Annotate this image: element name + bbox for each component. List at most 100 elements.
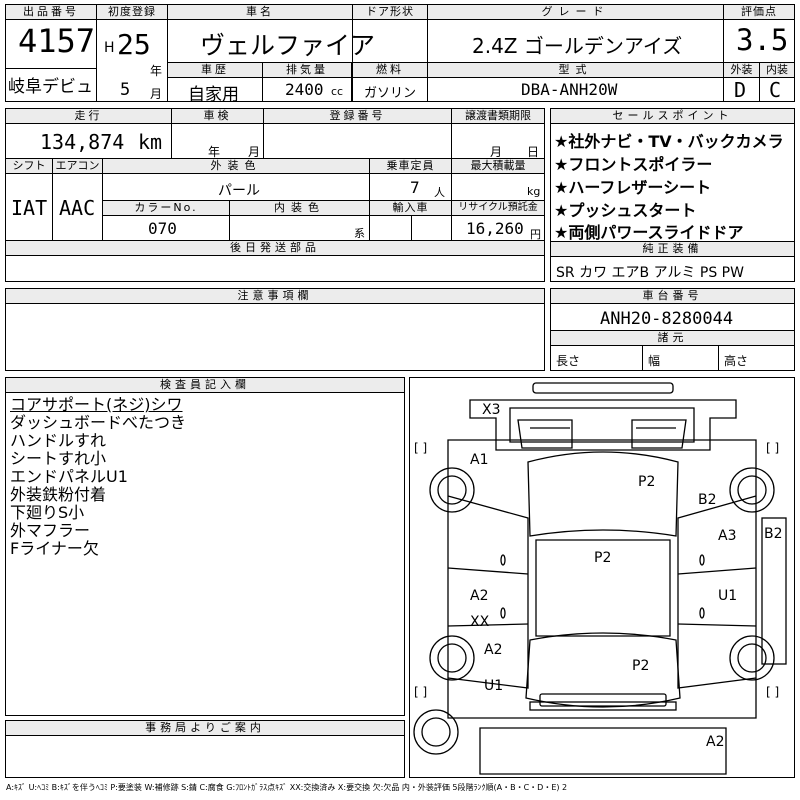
chassis-label: 車台番号: [550, 288, 795, 304]
inspector-note: シートすれ小: [10, 449, 107, 468]
spec-length-label: 長さ: [556, 354, 581, 368]
transfer-day-unit: 日: [527, 145, 540, 159]
equipment-label: 純正装備: [550, 241, 795, 257]
lot-number: 4157: [18, 22, 96, 60]
displacement-value: 2400: [285, 80, 324, 99]
damage-mark: P2: [594, 550, 611, 566]
legend-text: A:ｷｽﾞ U:ﾍｺﾐ B:ｷｽﾞを伴うﾍｺﾐ P:要塗装 W:補修跡 S:錆 …: [6, 783, 568, 792]
displacement-label: 排気量: [262, 62, 352, 78]
later-parts-cell: [5, 255, 545, 282]
damage-mark: A2: [470, 588, 488, 604]
damage-mark: A2: [484, 642, 502, 658]
spec-width-label: 幅: [648, 354, 661, 368]
inspection-month-unit: 月: [248, 145, 261, 159]
intcolor-unit: 系: [354, 227, 365, 240]
car-name-label: 車名: [167, 4, 353, 20]
inspector-note: ダッシュボードべたつき: [10, 413, 187, 432]
inspector-note: 外装鉄粉付着: [10, 485, 107, 504]
colorno-label: カラーNo.: [102, 200, 230, 216]
mileage-unit: km: [138, 130, 163, 154]
interior-cell: [759, 77, 795, 102]
intcolor-cell: [229, 215, 370, 241]
bracket-mark: [ ]: [766, 441, 779, 455]
aircon-label: エアコン: [52, 158, 103, 174]
damage-mark: U1: [718, 588, 737, 604]
door-cell: [352, 19, 428, 63]
fuel-label: 燃料: [352, 62, 428, 78]
transfer-label: 譲渡書類期限: [451, 108, 545, 124]
month-value: 5: [120, 80, 131, 100]
recycle-unit: 円: [530, 228, 541, 241]
year-value: 25: [117, 28, 151, 61]
inspection-year-unit: 年: [208, 145, 221, 159]
loadcap-label: 最大積載量: [451, 158, 545, 174]
intcolor-label: 内装色: [229, 200, 370, 216]
history-label: 車歴: [167, 62, 263, 78]
mileage-value: 134,874: [40, 130, 125, 154]
inspector-note: Fライナー欠: [10, 539, 99, 558]
damage-mark: A3: [718, 528, 736, 544]
inspector-note: コアサポート(ネジ)シワ: [10, 395, 183, 414]
equipment-value: SR カワ エアB アルミ PS PW: [556, 265, 744, 281]
interior-value: C: [769, 78, 782, 102]
caution-label: 注意事項欄: [5, 288, 545, 304]
inspector-note: 外マフラー: [10, 521, 91, 540]
colorno-value: 070: [148, 219, 177, 238]
score-value: 3.5: [736, 23, 789, 57]
mileage-label: 走行: [5, 108, 172, 124]
inspector-note: ハンドルすれ: [10, 431, 107, 450]
shift-label: シフト: [5, 158, 53, 174]
sales-item: ★プッシュスタート: [554, 201, 697, 220]
score-label: 評価点: [723, 4, 795, 20]
aircon-value: AAC: [59, 196, 96, 220]
inspection-label: 車検: [171, 108, 264, 124]
exterior-label: 外装: [723, 62, 760, 78]
color-label: 外装色: [102, 158, 370, 174]
specs-label: 諸元: [550, 330, 795, 346]
capacity-label: 乗車定員: [369, 158, 452, 174]
recycle-value: 16,260: [466, 219, 524, 238]
displacement-unit: cc: [331, 85, 344, 98]
damage-mark: XX: [470, 614, 490, 630]
sales-item: ★両側パワースライドドア: [554, 223, 744, 242]
import-cell-b: [411, 215, 452, 241]
first-reg-label: 初度登録: [96, 4, 168, 20]
sales-item: ★フロントスポイラー: [554, 155, 713, 174]
displacement-cell: [262, 77, 352, 102]
fuel-value: ガソリン: [364, 86, 417, 101]
damage-mark: A1: [470, 452, 488, 468]
bracket-mark: [ ]: [766, 685, 779, 699]
damage-mark: P2: [638, 474, 655, 490]
exterior-value: D: [734, 78, 747, 102]
month-unit: 月: [150, 87, 163, 101]
loadcap-unit: kg: [527, 185, 541, 198]
region-value: 岐阜デビュ: [8, 77, 93, 97]
inspector-label: 検査員記入欄: [5, 377, 405, 393]
damage-mark: P2: [632, 658, 649, 674]
bracket-mark: [ ]: [414, 441, 427, 455]
office-label: 事務局よりご案内: [5, 720, 405, 736]
car-name: ヴェルファイア: [200, 31, 376, 60]
chassis-value: ANH20-8280044: [600, 309, 734, 329]
grade-label: グレード: [427, 4, 724, 20]
damage-mark: X3: [482, 402, 501, 418]
shift-value: IAT: [11, 196, 48, 220]
capacity-value: 7: [410, 178, 420, 197]
spec-height-cell: [718, 345, 795, 371]
capacity-unit: 人: [434, 186, 445, 199]
registration-label: 登録番号: [263, 108, 452, 124]
inspector-note: 下廻りS小: [10, 503, 85, 522]
transfer-month-unit: 月: [490, 145, 503, 159]
lot-label: 出品番号: [5, 4, 97, 20]
car-diagram: X3 A1 P2 B2 A3 B2 P2 A2 XX U1 A2 P2 U1 A…: [413, 382, 787, 775]
spec-height-label: 高さ: [724, 354, 749, 368]
inspector-block: [5, 377, 405, 716]
model-value: DBA-ANH20W: [521, 80, 618, 99]
sales-item: ★社外ナビ・TV・バックカメラ: [554, 132, 784, 151]
inspector-note: エンドパネルU1: [10, 467, 128, 486]
door-label: ドア形状: [352, 4, 428, 20]
header-block: [5, 4, 795, 102]
damage-mark: U1: [484, 678, 503, 694]
damage-mark: A2: [706, 734, 724, 750]
era-value: H: [104, 40, 115, 56]
